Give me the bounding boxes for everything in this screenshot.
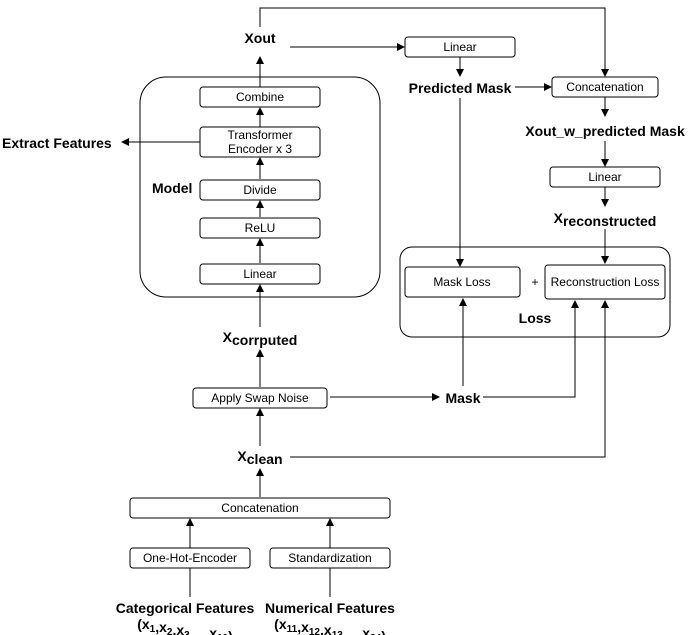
cat-var-sub-1: 2: [167, 627, 173, 635]
model-label: Model: [152, 180, 192, 196]
cat-var-2: x: [176, 622, 184, 635]
loss-label: Loss: [519, 310, 552, 326]
numerical-features-label: Numerical Features: [265, 600, 395, 616]
num-var-2: x: [324, 622, 332, 635]
cat-var-4: x: [209, 625, 217, 635]
num-close-paren: ): [381, 628, 386, 635]
standardization-label: Standardization: [288, 551, 371, 565]
cat-comma-3: ,: [205, 625, 209, 635]
one-hot-encoder-node: One-Hot-Encoder: [129, 547, 251, 569]
x-clean-label: Xclean: [237, 448, 282, 467]
cat-var-sub-2: 3: [184, 630, 190, 635]
mask-loss-node: Mask Loss: [404, 266, 521, 298]
divide-label: Divide: [243, 183, 277, 197]
reconstruction-loss-label: Reconstruction Loss: [551, 275, 660, 289]
categorical-vars-label: (x1,x2,x3,...,x10): [137, 616, 233, 635]
cat-var-sub-4: 10: [217, 633, 229, 635]
x-corrupted-label: Xcorrputed: [223, 329, 298, 348]
combine-node: Combine: [199, 86, 321, 108]
num-var-sub-4: 24: [370, 633, 382, 635]
cat-var-sub-0: 1: [150, 624, 156, 635]
x-reconstructed-label: Xreconstructed: [554, 210, 657, 229]
standardization-node: Standardization: [269, 547, 391, 569]
cat-close-paren: ): [228, 628, 233, 635]
cat-comma-1: ,: [172, 622, 176, 635]
apply-swap-noise-node: Apply Swap Noise: [192, 387, 328, 409]
linear-right-label: Linear: [588, 170, 621, 184]
num-comma-2: ,: [343, 625, 347, 635]
num-comma-3: ,: [358, 625, 362, 635]
mask-loss-label: Mask Loss: [433, 275, 490, 289]
xout-label: Xout: [244, 30, 275, 46]
plus-sign: +: [531, 275, 538, 289]
xout-w-predicted-mask-label: Xout_w_predicted Mask: [525, 123, 685, 139]
transformer-label-line1: Transformer: [228, 128, 293, 142]
cat-open-paren: (: [137, 616, 142, 632]
relu-node: ReLU: [199, 217, 321, 239]
cat-var-1: x: [159, 619, 167, 635]
relu-label: ReLU: [245, 221, 276, 235]
num-var-sub-2: 13: [332, 630, 344, 635]
edge-mask-to-recon-loss: [483, 300, 579, 398]
reconstruction-loss-node: Reconstruction Loss: [544, 264, 666, 300]
concatenation-bottom-node: Concatenation: [129, 497, 391, 519]
num-comma-1: ,: [320, 622, 324, 635]
linear-model-label: Linear: [243, 267, 276, 281]
num-var-1: x: [301, 619, 309, 635]
num-var-3: ...: [347, 625, 359, 635]
cat-comma-0: ,: [155, 619, 159, 635]
num-var-4: x: [362, 625, 370, 635]
transformer-node: Transformer Encoder x 3: [199, 126, 321, 158]
linear-top-label: Linear: [443, 40, 476, 54]
combine-label: Combine: [236, 90, 284, 104]
predicted-mask-label: Predicted Mask: [409, 80, 512, 96]
concatenation-top-node: Concatenation: [551, 76, 659, 98]
extract-features-label: Extract Features: [2, 135, 112, 151]
mask-label: Mask: [445, 390, 480, 406]
numerical-vars-label: (x11,x12,x13,...,x24): [274, 616, 386, 635]
cat-var-0: x: [142, 616, 150, 632]
num-var-sub-1: 12: [309, 627, 321, 635]
divide-node: Divide: [199, 179, 321, 201]
concatenation-bottom-label: Concatenation: [221, 501, 298, 515]
edge-xclean-to-recon-loss: [290, 300, 609, 458]
linear-model-node: Linear: [199, 263, 321, 285]
one-hot-encoder-label: One-Hot-Encoder: [143, 551, 237, 565]
linear-top-node: Linear: [404, 36, 516, 58]
apply-swap-noise-label: Apply Swap Noise: [211, 391, 309, 405]
num-comma-0: ,: [297, 619, 301, 635]
cat-comma-2: ,: [190, 625, 194, 635]
num-var-sub-0: 11: [287, 624, 298, 635]
num-open-paren: (: [274, 616, 279, 632]
edges: [121, 7, 609, 597]
linear-right-node: Linear: [549, 166, 661, 188]
num-var-0: x: [279, 616, 287, 632]
transformer-label-line2: Encoder x 3: [228, 142, 292, 156]
concatenation-top-label: Concatenation: [566, 80, 643, 94]
cat-var-3: ...: [194, 625, 206, 635]
categorical-features-label: Categorical Features: [116, 600, 255, 616]
edge-xout-to-concatenation: [259, 7, 609, 77]
